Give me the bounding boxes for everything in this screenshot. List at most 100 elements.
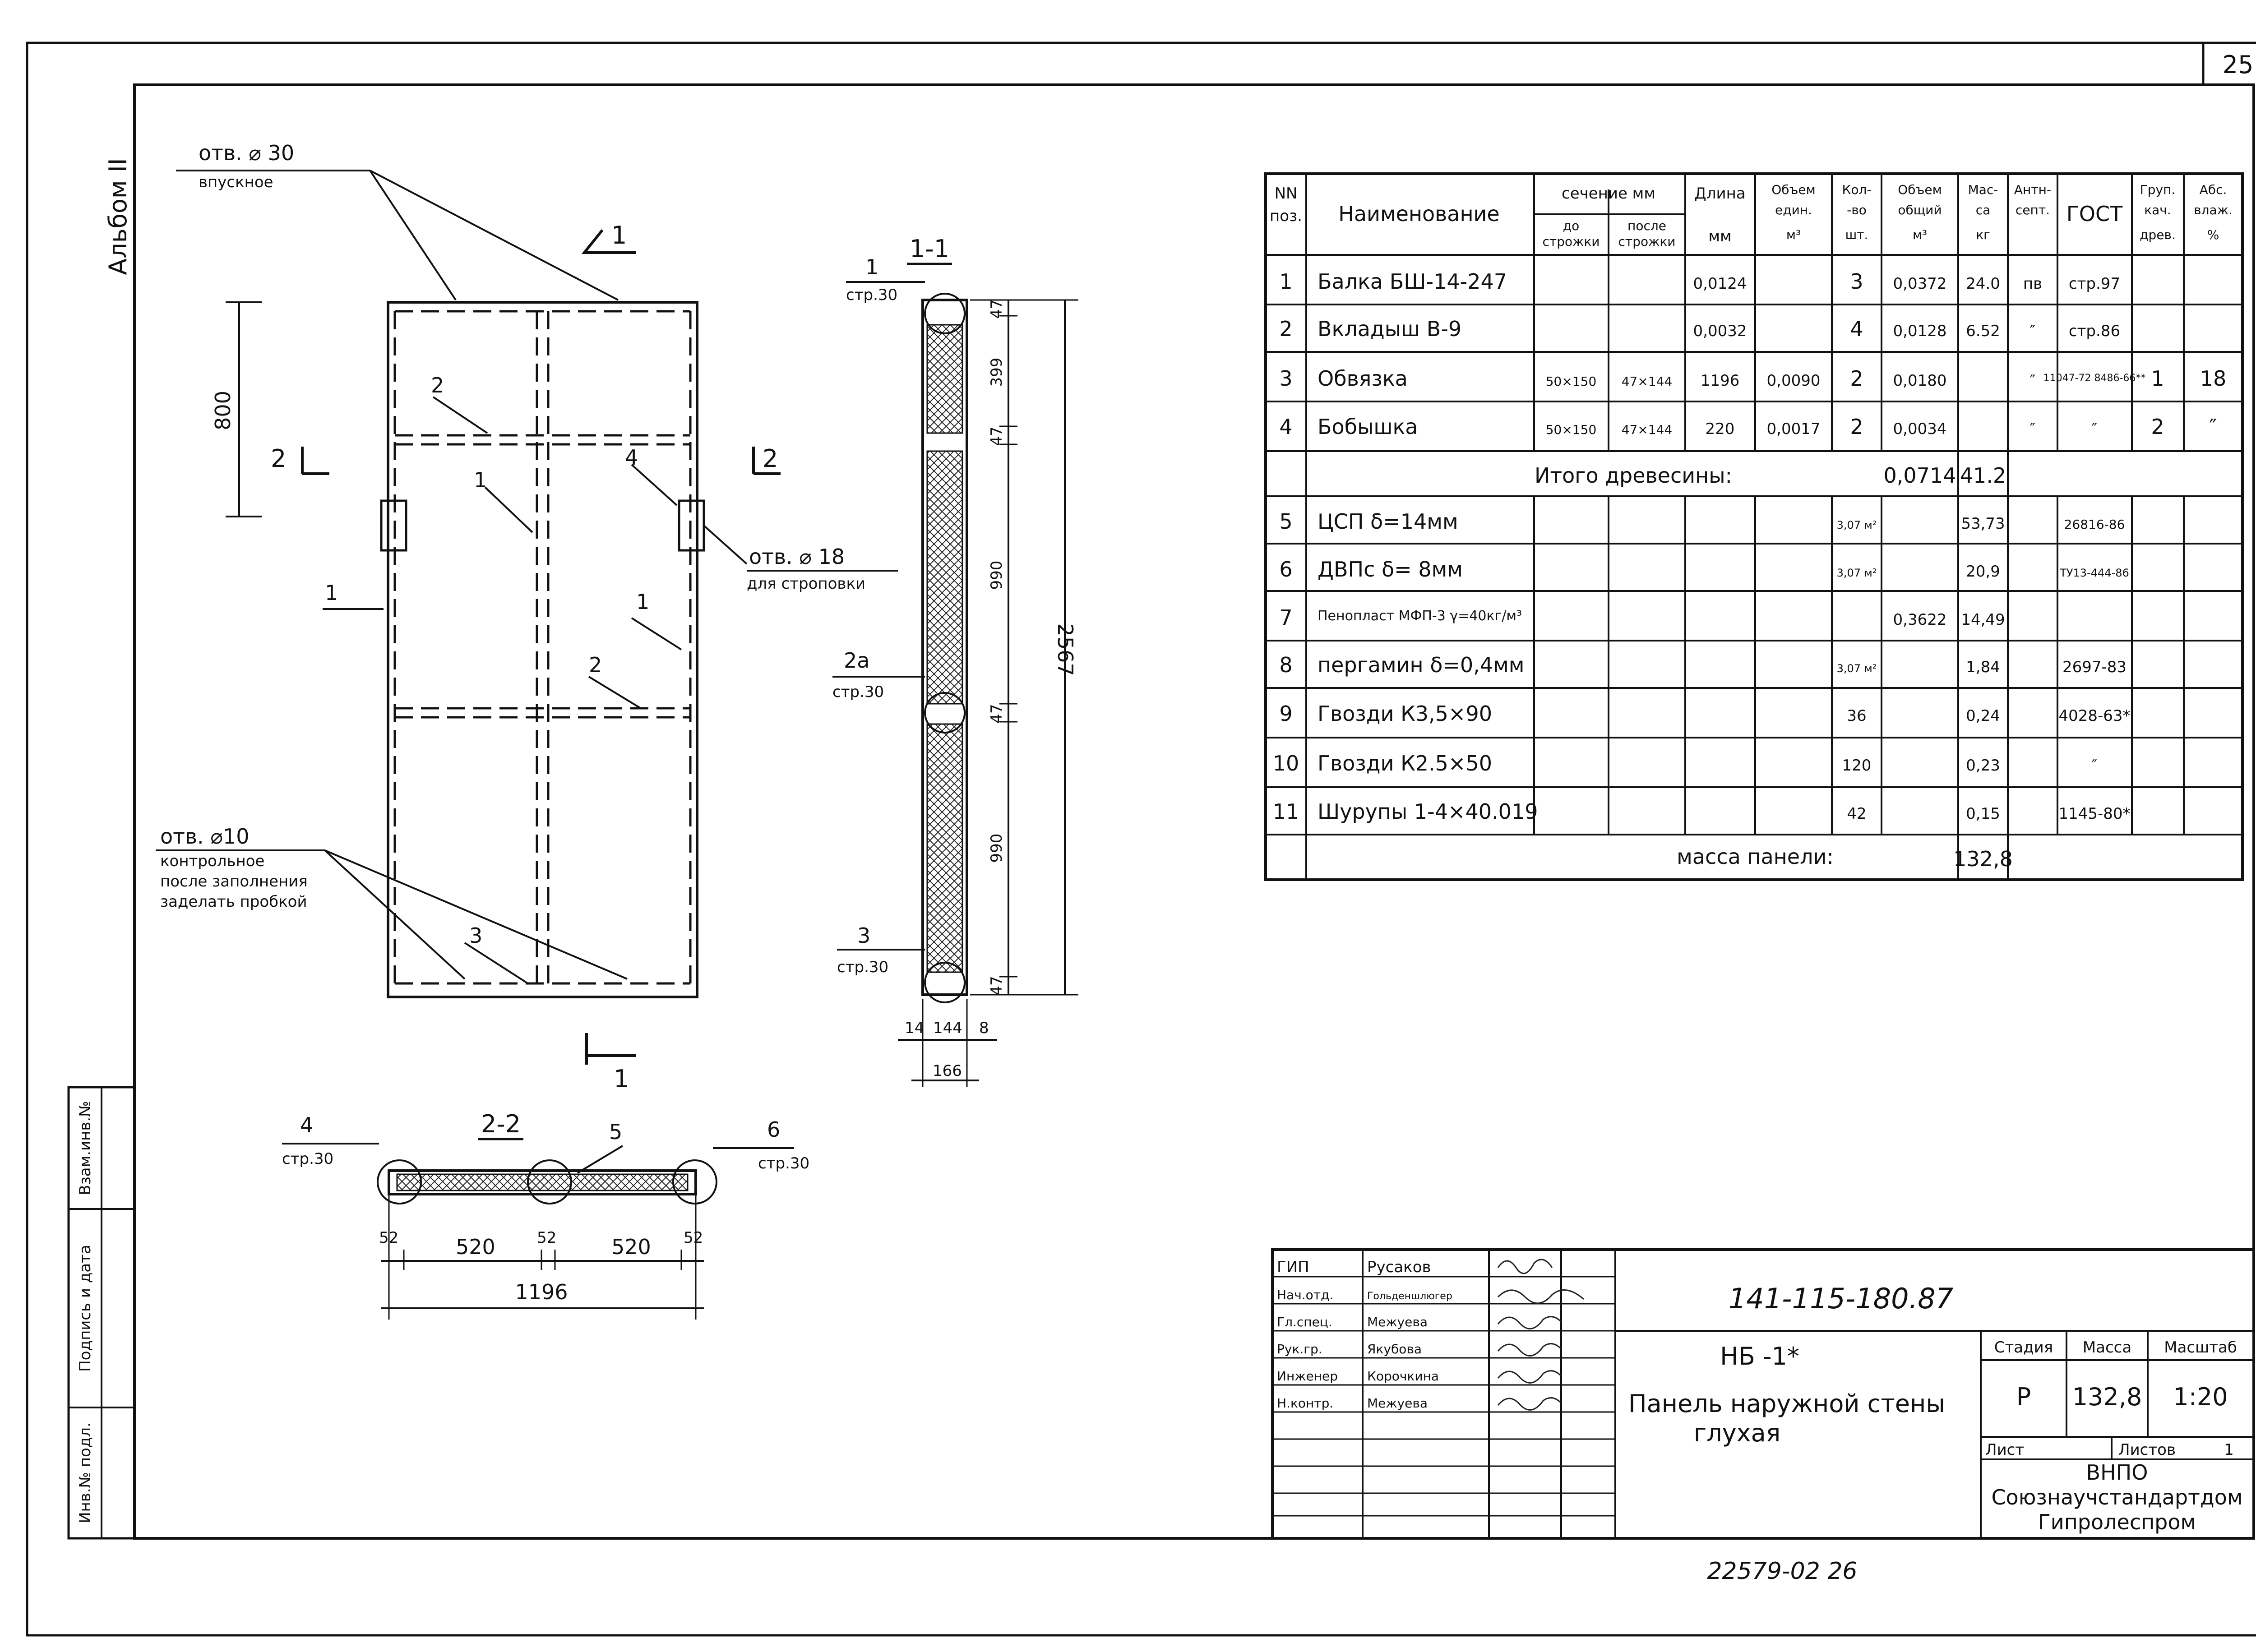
section-2-2: 2-2 4 стр.30 5 6 стр.30 52 520 52 520 52…: [282, 1110, 809, 1320]
outer-border: [26, 42, 2256, 1637]
name-3: Межуева: [1367, 1315, 1428, 1329]
section-1-1: 1-1 1 стр.30 2а стр.30 3 стр.30 47 3: [832, 235, 1078, 1087]
svg-text:2: 2: [2151, 415, 2164, 439]
svg-text:″: ″: [2030, 322, 2036, 340]
svg-text:4: 4: [1850, 317, 1863, 341]
svg-text:3,07 м²: 3,07 м²: [1837, 567, 1877, 579]
panel-front-view: 1 1 2 2 800 отв. ⌀ 30 впускное 2 1 4 1 1…: [156, 141, 898, 1093]
svg-text:ЦСП δ=14мм: ЦСП δ=14мм: [1318, 509, 1458, 534]
svg-text:36: 36: [1847, 707, 1866, 725]
hdr-moist-2: влаж.: [2194, 203, 2233, 217]
svg-text:0,0032: 0,0032: [1693, 322, 1747, 340]
doc-code: 141-115-180.87: [1729, 1282, 1953, 1315]
svg-text:0,0124: 0,0124: [1693, 275, 1747, 293]
sheet-label: Лист: [1985, 1441, 2024, 1459]
hole-10-line4: заделать пробкой: [160, 893, 307, 911]
left-stamp: Инв.№ подл. Подпись и дата Взам.инв.№: [67, 1086, 136, 1540]
name-1: Русаков: [1367, 1258, 1431, 1276]
role-rukgr: Рук.гр.: [1277, 1342, 1322, 1357]
stage-value: Р: [2016, 1383, 2031, 1411]
hdr-vol-2: един.: [1775, 203, 1812, 217]
callout-5: 5: [609, 1120, 622, 1144]
dim-52-3: 52: [684, 1229, 703, 1247]
dim-v-990-2: 990: [988, 834, 1006, 863]
dim-14: 14: [905, 1019, 924, 1037]
svg-text:11047-72 8486-66**: 11047-72 8486-66**: [2043, 373, 2146, 384]
svg-text:18: 18: [2200, 366, 2227, 391]
svg-text:2: 2: [1850, 366, 1863, 391]
cut-2-right: 2: [763, 444, 778, 473]
role-eng: Инженер: [1277, 1369, 1338, 1384]
pos-1-a: 1: [474, 468, 487, 492]
svg-text:7: 7: [1279, 605, 1292, 630]
svg-text:пв: пв: [2023, 275, 2042, 293]
dim-52-2: 52: [537, 1229, 556, 1247]
hdr-mass-3: кг: [1976, 227, 1990, 242]
section-1-1-title: 1-1: [910, 235, 949, 263]
pos-3-a: 3: [469, 923, 482, 948]
callout-6: 6: [767, 1117, 780, 1142]
svg-text:Пенопласт МФП-3 γ=40кг/м³: Пенопласт МФП-3 γ=40кг/м³: [1318, 608, 1522, 624]
callout-3-ref: стр.30: [837, 958, 888, 976]
title-line-2: глухая: [1694, 1419, 1780, 1447]
dim-total-width: 1196: [515, 1280, 568, 1304]
name-2: Гольденшлюгер: [1367, 1291, 1452, 1302]
table-row: 2 Вкладыш В-9 0,0032 4 0,0128 6.52 ″ стр…: [1279, 317, 2120, 341]
svg-text:0,0034: 0,0034: [1893, 420, 1947, 438]
role-glspec: Гл.спец.: [1277, 1315, 1332, 1329]
cut-1-top: 1: [611, 221, 627, 249]
hdr-qty-3: шт.: [1845, 227, 1868, 242]
svg-text:Бобышка: Бобышка: [1318, 415, 1418, 439]
hdr-qty-1: Кол-: [1842, 182, 1871, 197]
stamp-inv-orig: Инв.№ подл.: [76, 1422, 94, 1523]
svg-text:0,0372: 0,0372: [1893, 275, 1947, 293]
hdr-group-3: древ.: [2140, 227, 2176, 242]
svg-text:″: ″: [2030, 372, 2036, 390]
name-4: Якубова: [1367, 1342, 1422, 1357]
dim-144: 144: [933, 1019, 962, 1037]
svg-text:42: 42: [1847, 805, 1866, 823]
svg-text:4: 4: [1279, 415, 1292, 439]
dim-v-47-4: 47: [988, 976, 1006, 995]
svg-text:10: 10: [1273, 751, 1299, 775]
svg-text:стр.97: стр.97: [2069, 275, 2120, 293]
svg-text:1: 1: [2151, 366, 2164, 391]
svg-text:Обвязка: Обвязка: [1318, 366, 1408, 391]
svg-text:0,15: 0,15: [1966, 805, 2000, 823]
cut-2-left: 2: [271, 444, 286, 473]
pos-2-a: 2: [431, 373, 444, 397]
svg-text:20,9: 20,9: [1966, 563, 2000, 581]
dim-v-47-2: 47: [988, 426, 1006, 446]
svg-text:3: 3: [1279, 366, 1292, 391]
hole-10-label: отв. ⌀10: [160, 824, 250, 849]
sheets-value: 1: [2224, 1441, 2234, 1459]
bottom-code: 22579-02 26: [1707, 1558, 1857, 1585]
hdr-antisept-2: септ.: [2016, 203, 2050, 217]
svg-text:2697-83: 2697-83: [2062, 658, 2127, 676]
spec-table: NN поз. Наименование сечение мм до строж…: [1264, 172, 2244, 881]
svg-text:26816-86: 26816-86: [2064, 517, 2125, 532]
name-6: Межуева: [1367, 1396, 1428, 1411]
svg-text:2: 2: [1279, 317, 1292, 341]
svg-text:Шурупы 1-4×40.019: Шурупы 1-4×40.019: [1318, 799, 1538, 824]
svg-text:14,49: 14,49: [1961, 611, 2005, 629]
svg-text:Балка БШ-14-247: Балка БШ-14-247: [1318, 269, 1507, 294]
svg-text:стр.86: стр.86: [2069, 322, 2120, 340]
callout-4: 4: [300, 1113, 313, 1137]
hole-18-sub: для строповки: [747, 575, 865, 593]
svg-text:6.52: 6.52: [1966, 322, 2000, 340]
pos-2-b: 2: [589, 653, 602, 677]
svg-text:0,23: 0,23: [1966, 757, 2000, 775]
hdr-pos: поз.: [1270, 207, 1302, 225]
role-nkontr: Н.контр.: [1277, 1396, 1333, 1411]
svg-text:пергамин δ=0,4мм: пергамин δ=0,4мм: [1318, 653, 1524, 677]
dim-v-47-3: 47: [988, 704, 1006, 723]
mark: НБ -1*: [1720, 1342, 1799, 1371]
svg-text:3,07 м²: 3,07 м²: [1837, 519, 1877, 531]
svg-text:Вкладыш В-9: Вкладыш В-9: [1318, 317, 1461, 341]
hdr-length-unit: мм: [1708, 227, 1731, 245]
svg-text:ДВПс δ= 8мм: ДВПс δ= 8мм: [1318, 557, 1463, 581]
svg-text:50×150: 50×150: [1546, 422, 1597, 437]
panel-mass-value: 132,8: [1953, 847, 2013, 871]
dim-v-399: 399: [988, 358, 1006, 387]
